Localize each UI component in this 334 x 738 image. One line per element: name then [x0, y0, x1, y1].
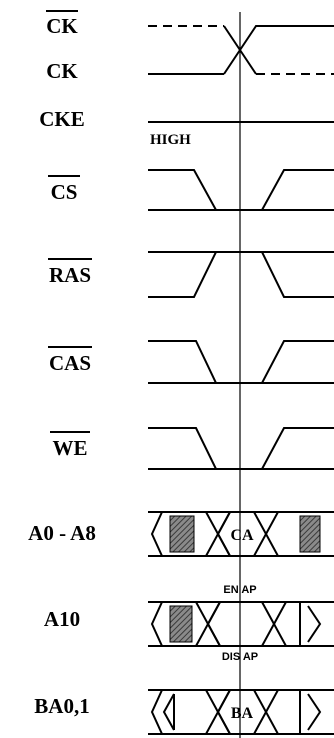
a10-bus-hatch-1 [169, 605, 193, 643]
ras-n-waveform-bottom [148, 251, 334, 298]
addr-bus-right-cell [278, 511, 334, 557]
addr-bus-left-edge [148, 511, 164, 557]
signal-label-ck: CK [46, 59, 78, 83]
signal-label-ras-n: RAS [49, 263, 91, 287]
cke-level-text: HIGH [150, 132, 191, 148]
a10-bus-cross-2 [262, 601, 288, 647]
signal-label-we-n: WE [52, 436, 87, 460]
a10-upper-text: EN AP [223, 584, 256, 596]
addr-bus-hatch-1 [169, 515, 195, 553]
a10-bus-right-edge [300, 601, 334, 647]
addr-bus-valid-text: CA [230, 527, 254, 544]
a10-lower-text: DIS AP [222, 651, 258, 663]
ba-bus-cross-2 [254, 689, 280, 735]
signal-label-cas-n: CAS [49, 351, 91, 375]
ck-n-waveform [223, 25, 334, 75]
we-n-waveform-top [148, 427, 334, 470]
signal-label-cs-n: CS [51, 180, 78, 204]
signal-label-addr: A0 - A8 [28, 521, 96, 545]
ba-bus-cell-1 [162, 689, 220, 735]
signal-label-cke: CKE [39, 107, 85, 131]
ba-bus-left-marker [162, 693, 175, 731]
ba-bus-right-edge [300, 689, 334, 735]
cas-n-waveform-top [148, 340, 334, 384]
a10-bus-valid-cell [206, 601, 276, 647]
cs-n-waveform-top [148, 169, 334, 211]
signal-label-ba: BA0,1 [34, 694, 89, 718]
ba-bus-left-edge [148, 689, 164, 735]
a10-bus-left-edge [148, 601, 164, 647]
addr-bus-hatch-2 [299, 515, 321, 553]
signal-label-a10: A10 [44, 607, 80, 631]
a10-bus-right-cell [286, 601, 301, 647]
ba-bus-valid-text: BA [231, 705, 254, 722]
signal-label-ck-n: CK [46, 14, 78, 38]
ba-bus-right-cell [278, 689, 301, 735]
addr-bus-cross-2 [254, 511, 280, 557]
